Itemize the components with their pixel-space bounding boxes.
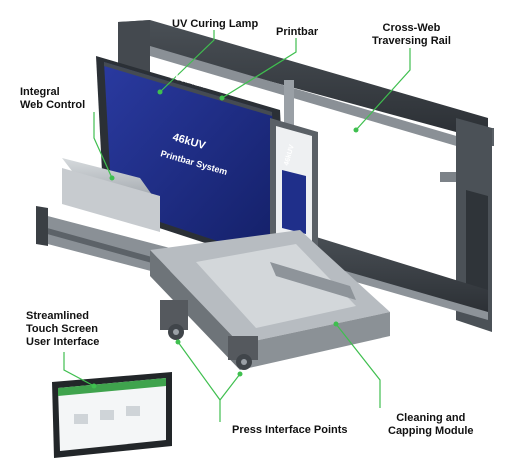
label-text: UV Curing Lamp: [172, 18, 259, 30]
leader-press-2: [219, 373, 241, 401]
web-control: [36, 158, 170, 276]
label-integral-web-control: Integral Web Control: [20, 86, 85, 112]
label-text: Capping Module: [388, 425, 474, 437]
leader-dot: [91, 383, 97, 389]
leader-press-1: [177, 341, 221, 422]
leader-dot: [109, 175, 115, 181]
leader-dot: [333, 321, 339, 327]
leader-printbar: [221, 38, 297, 99]
label-text: Touch Screen: [26, 323, 98, 335]
base-deck: [150, 230, 390, 370]
label-text: Cross-Web: [382, 22, 441, 34]
label-printbar: Printbar: [276, 26, 318, 39]
touch-screen-tablet: [52, 372, 172, 458]
label-text: Streamlined: [26, 310, 89, 322]
label-press-interface: Press Interface Points: [232, 424, 348, 437]
label-text: Press Interface Points: [232, 424, 348, 436]
leader-touch: [63, 352, 95, 387]
label-text: Web Control: [20, 99, 86, 111]
label-cleaning-capping: Cleaning and Capping Module: [388, 412, 474, 438]
leader-cross-web: [355, 48, 411, 131]
leader-dot: [175, 339, 181, 345]
leader-integral: [93, 112, 113, 179]
leader-dot: [219, 95, 225, 101]
leader-dots: [91, 89, 359, 389]
label-touch-screen: Streamlined Touch Screen User Interface: [26, 310, 99, 349]
label-uv-curing-lamp: UV Curing Lamp: [172, 18, 258, 31]
label-text: Integral: [20, 86, 60, 98]
label-text: Printbar: [276, 26, 319, 38]
leader-cleaning: [335, 323, 381, 408]
label-text: User Interface: [26, 336, 100, 348]
leader-dot: [237, 371, 243, 377]
label-cross-web-rail: Cross-Web Traversing Rail: [372, 22, 451, 48]
leader-dot: [157, 89, 163, 95]
leader-dot: [353, 127, 359, 133]
label-text: Cleaning and: [396, 412, 466, 424]
label-text: Traversing Rail: [372, 35, 451, 47]
leader-lines: [63, 30, 411, 422]
leader-uv-lamp: [159, 30, 215, 93]
